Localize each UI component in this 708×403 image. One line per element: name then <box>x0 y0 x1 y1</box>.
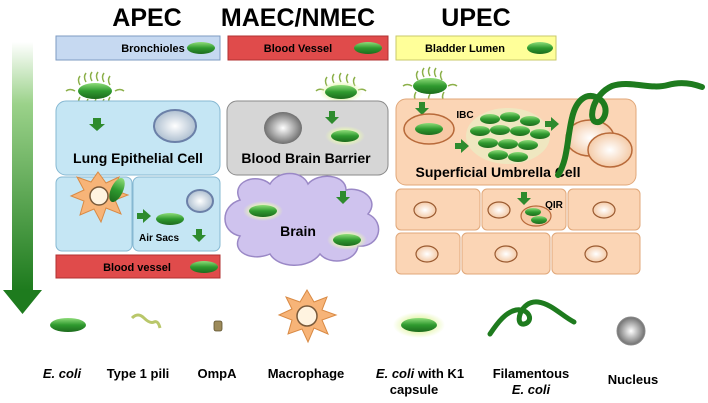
arrow-down-icon <box>89 118 105 131</box>
bladder-cell-layers: QIR <box>395 188 641 275</box>
ecoli-icon <box>187 42 215 54</box>
bronchioles-label: Bronchioles <box>121 43 185 55</box>
arrow-right-icon <box>137 209 151 223</box>
arrow-right-icon <box>455 139 469 153</box>
progression-arrow <box>3 42 42 314</box>
legend-ompa-label: OmpA <box>198 366 238 381</box>
blood-brain-barrier-label: Blood Brain Barrier <box>241 150 371 166</box>
k1-ecoli-icon <box>331 130 359 142</box>
ecoli-icon <box>190 261 218 273</box>
legend-nucleus-label: Nucleus <box>608 372 659 387</box>
air-sacs-label: Air Sacs <box>139 233 179 244</box>
bladder-lumen-label: Bladder Lumen <box>425 43 505 55</box>
legend-macrophage-label: Macrophage <box>268 366 345 381</box>
nucleus-icon <box>413 201 437 219</box>
superficial-umbrella-cell: IBC Superficial Umbrella Cell <box>395 98 637 186</box>
legend-k1-ecoli-label-line1: E. coli with K1 <box>376 366 464 381</box>
ecoli-icon <box>525 208 541 216</box>
superficial-umbrella-label: Superficial Umbrella Cell <box>416 164 581 180</box>
nucleus-icon <box>487 201 511 219</box>
header-maec-nmec: MAEC/NMEC <box>221 4 375 32</box>
legend-filamentous-label-line2: E. coli <box>512 382 551 397</box>
arrow-down-icon <box>192 229 206 242</box>
filamentous-ecoli-icon <box>555 80 705 178</box>
brain-label: Brain <box>280 223 316 239</box>
legend-k1-ecoli-icon <box>401 318 437 332</box>
blood-vessel-bottom-bar: Blood vessel <box>55 254 221 279</box>
legend: E. coli Type 1 pili OmpA Macrophage E. c… <box>43 289 659 397</box>
ecoli-icon <box>354 42 382 54</box>
arrow-right-icon <box>545 117 559 131</box>
arrow-down-icon <box>415 102 429 115</box>
legend-ecoli-icon <box>50 318 86 332</box>
header-apec: APEC <box>112 4 181 32</box>
blood-vessel-top-bar: Blood Vessel <box>227 35 389 61</box>
k1-ecoli-piliated-icon <box>315 72 367 103</box>
nucleus-icon <box>153 109 197 143</box>
ecoli-icon <box>531 216 547 224</box>
legend-macrophage-icon <box>277 289 338 344</box>
lung-epithelial-label: Lung Epithelial Cell <box>73 150 203 166</box>
bronchioles-bar: Bronchioles <box>55 35 221 61</box>
bladder-lumen-bar: Bladder Lumen <box>395 35 557 61</box>
qir-label: QIR <box>545 200 564 211</box>
nucleus-icon <box>587 132 633 168</box>
nucleus-icon <box>415 245 439 263</box>
arrow-down-icon <box>325 111 339 124</box>
k1-ecoli-icon <box>333 234 361 246</box>
arrow-down-icon <box>517 192 531 205</box>
ecoli-icon <box>109 177 125 203</box>
piliated-ecoli-icon <box>402 66 458 104</box>
blood-brain-barrier-cell: Blood Brain Barrier <box>226 100 389 176</box>
blood-vessel-top-label: Blood Vessel <box>264 43 332 55</box>
legend-type1-pili-icon <box>130 313 162 329</box>
nucleus-icon <box>186 189 214 213</box>
legend-filamentous-label-line1: Filamentous <box>493 366 570 381</box>
legend-type1-pili-label: Type 1 pili <box>107 366 170 381</box>
legend-k1-ecoli-italic: E. coli <box>376 366 415 381</box>
legend-filamentous-ecoli-icon <box>487 299 577 337</box>
nucleus-icon <box>584 245 608 263</box>
ibc-label: IBC <box>456 110 473 121</box>
legend-nucleus-icon <box>616 316 646 346</box>
brain-cloud: Brain <box>224 172 380 266</box>
nucleus-icon <box>264 112 302 144</box>
legend-k1-ecoli-rest: with K1 <box>414 366 464 381</box>
nucleus-icon <box>494 245 518 263</box>
ecoli-icon <box>415 123 443 135</box>
k1-ecoli-icon <box>249 205 277 217</box>
blood-vessel-bottom-label: Blood vessel <box>103 262 171 274</box>
header-upec: UPEC <box>441 4 510 32</box>
ibc-cluster <box>466 108 550 164</box>
nucleus-icon <box>592 201 616 219</box>
ecoli-icon <box>156 213 184 225</box>
lung-epithelial-cell: Lung Epithelial Cell <box>55 100 221 176</box>
alveolar-region: Air Sacs <box>55 171 221 252</box>
legend-k1-ecoli-label-line2: capsule <box>390 382 438 397</box>
legend-ecoli-label: E. coli <box>43 366 82 381</box>
ecoli-icon <box>527 42 553 54</box>
legend-ompa-icon <box>213 320 223 332</box>
arrow-down-icon <box>336 191 350 204</box>
